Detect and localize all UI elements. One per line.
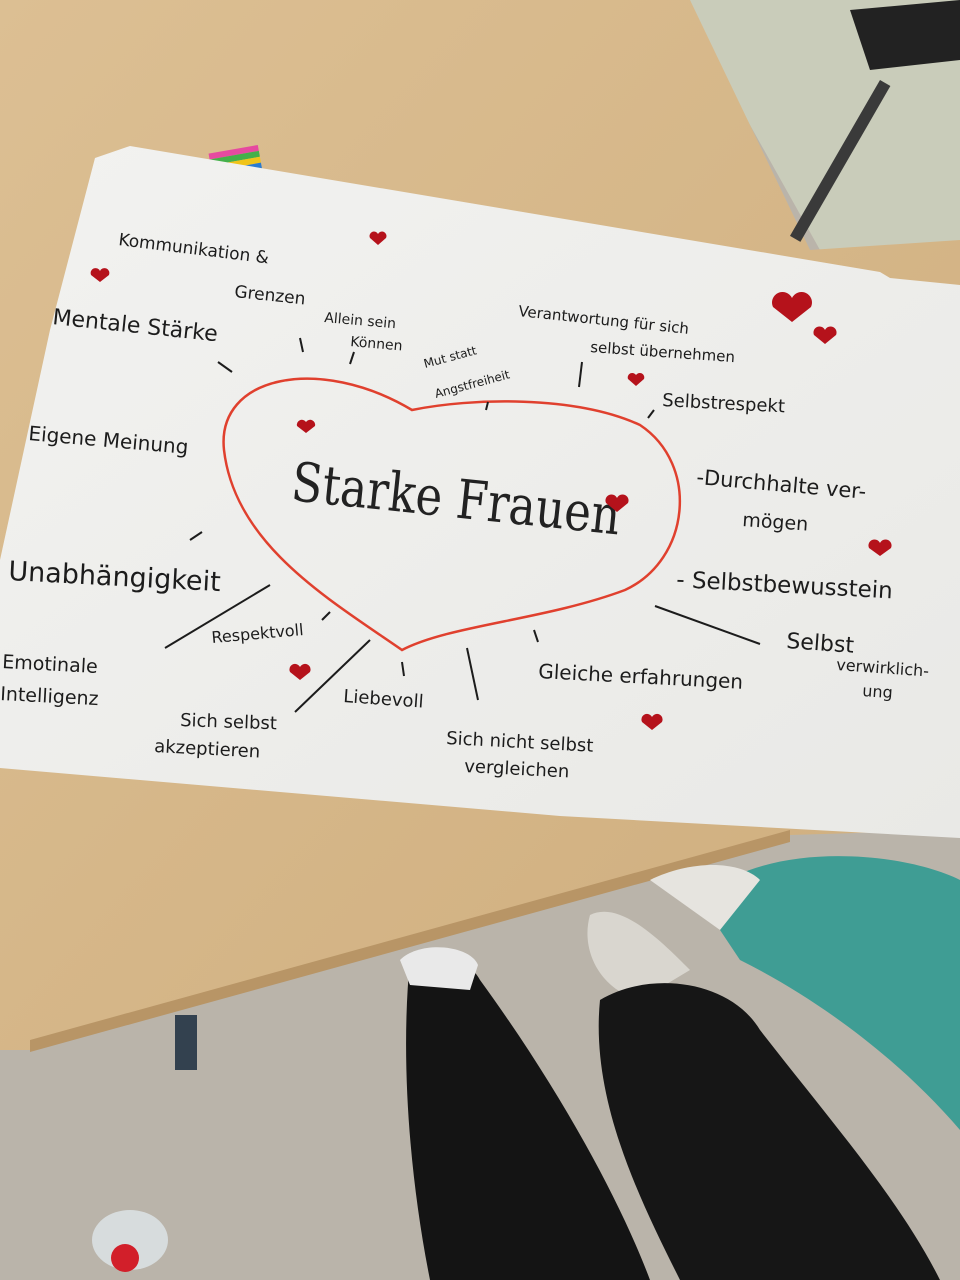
phrase-selbstverwirklichung: Selbst — [786, 629, 856, 659]
heart-sticker-icon — [813, 326, 837, 344]
phrase-durchhaltevermoegen-2: mögen — [742, 509, 809, 536]
teal-pants — [700, 856, 960, 1130]
jacket — [850, 0, 960, 70]
table-edge — [30, 830, 790, 1052]
black-leg-left — [406, 956, 650, 1280]
heart-sticker-icon — [605, 494, 629, 512]
heart-sticker-icon — [868, 539, 892, 556]
bottle — [92, 1210, 168, 1272]
phrase-allein-sein: Allein sein — [324, 310, 397, 332]
heart-sticker-icon — [90, 268, 110, 282]
phrase-intelligenz: Intelligenz — [0, 683, 99, 710]
chair-leg — [790, 80, 891, 242]
heart-sticker-icon — [771, 291, 813, 322]
phrase-sich-selbst: Sich selbst — [180, 710, 277, 734]
marker-floor — [175, 1015, 197, 1070]
heart-sticker-icon — [289, 663, 311, 680]
heart-sticker-icon — [627, 372, 645, 386]
poster — [0, 146, 960, 838]
shoe-left — [587, 911, 690, 1000]
phrase-allein-koennen: Können — [350, 334, 403, 354]
heart-sticker-icon — [369, 231, 387, 245]
phrase-selbstverwirklichung-3: ung — [862, 681, 894, 702]
heart-sticker-icon — [641, 713, 663, 730]
heart-stickers — [90, 231, 892, 730]
sneaker — [400, 947, 478, 990]
shoe-right — [650, 865, 760, 930]
connector-lines — [164, 337, 761, 713]
heart-outline — [222, 377, 682, 652]
phrase-emotionale: Emotinale — [2, 651, 99, 678]
heart-sticker-icon — [296, 419, 316, 433]
black-leg-right — [598, 983, 940, 1280]
